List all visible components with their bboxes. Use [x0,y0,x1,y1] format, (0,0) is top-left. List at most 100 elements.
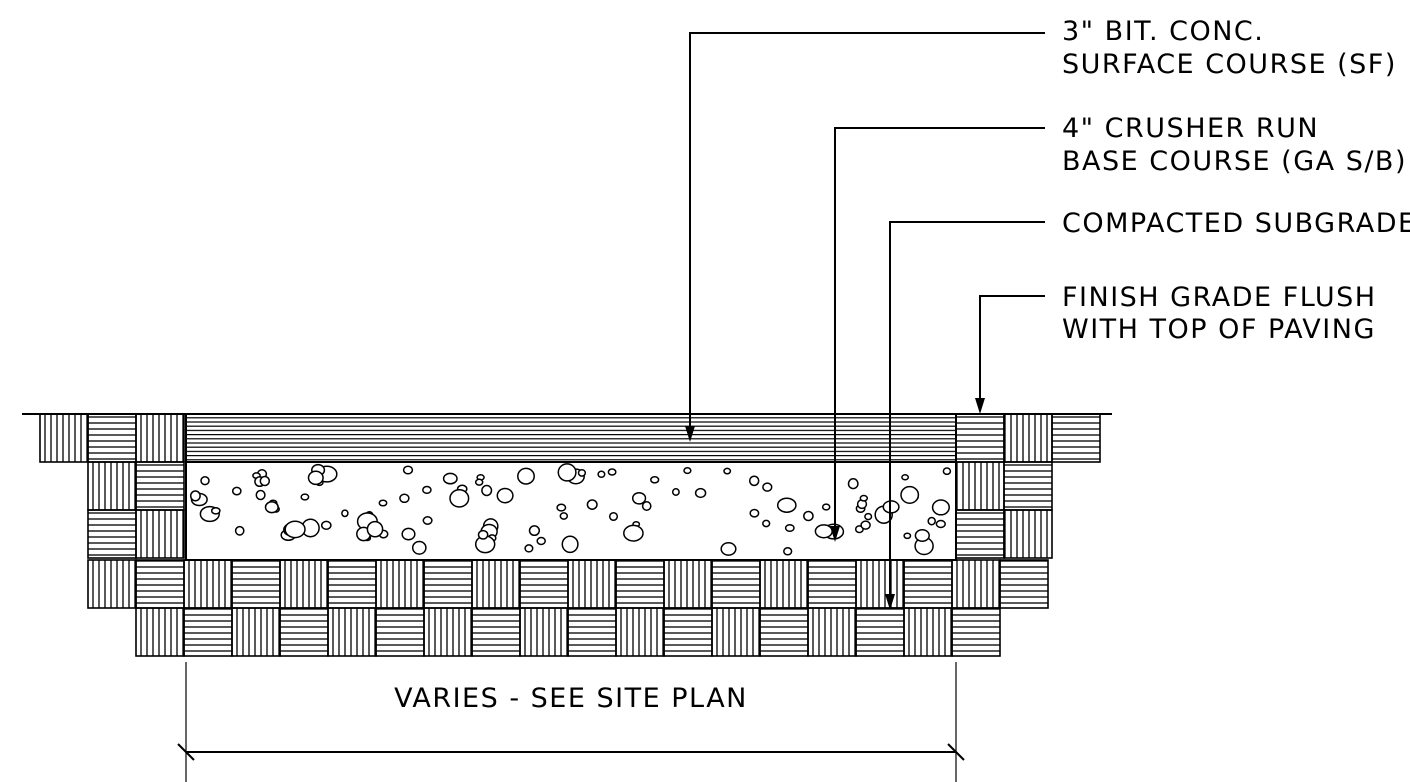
soil-block [567,559,617,609]
soil-block [711,559,761,609]
soil-block [183,607,233,657]
soil-block [615,607,665,657]
aggregate-stone [399,493,410,504]
soil-block [135,413,185,463]
soil-block [951,559,1001,609]
soil-block [471,559,521,609]
aggregate-stone [556,503,567,512]
aggregate-stone [422,485,432,495]
aggregate-stone [860,520,871,530]
soil-block [279,559,329,609]
aggregate-stone [366,520,384,538]
aggregate-stone [882,500,900,514]
soil-block [663,607,713,657]
aggregate-stone [900,485,920,504]
width-dimension [177,662,965,782]
aggregate-stone [762,519,771,528]
soil-block [279,607,329,657]
aggregate-stone [536,536,546,546]
aggregate-stone [442,472,458,485]
soil-block [519,559,569,609]
aggregate-stone [608,511,619,522]
soil-block [375,559,425,609]
aggregate-stone [803,510,814,522]
soil-block [135,509,185,559]
aggregate-stone [557,463,577,482]
subgrade-label: COMPACTED SUBGRADE [1062,208,1410,239]
finish-grade-leader [975,295,1045,414]
aggregate-stones [189,463,952,556]
aggregate-stone [200,476,210,486]
aggregate-stone [422,516,433,525]
subgrade-leader [885,221,1045,610]
soil-block [87,559,137,609]
soil-block [375,607,425,657]
soil-block [663,559,713,609]
aggregate-stone [307,470,324,486]
finish-grade-label-line1: FINISH GRADE FLUSH [1062,282,1377,313]
aggregate-stone [481,484,493,497]
aggregate-stone [517,467,535,485]
soil-block [951,607,1001,657]
aggregate-stone [749,508,760,518]
soil-block [759,559,809,609]
soil-block [135,461,185,511]
aggregate-stone [901,474,910,481]
soil-block [327,559,377,609]
aggregate-stone [189,490,201,502]
aggregate-stone [623,524,644,542]
aggregate-stone [597,470,606,479]
aggregate-stone [631,491,647,505]
aggregate-stone [914,528,930,543]
soil-block [519,607,569,657]
aggregate-stone [402,465,414,475]
soil-block [1003,461,1053,511]
surface-course-layer [185,413,957,463]
aggregate-stone [762,482,773,492]
aggregate-stone [814,524,833,539]
aggregate-stone [559,512,569,520]
aggregate-stone [671,488,680,496]
aggregate-stone [864,512,873,521]
soil-block [87,509,137,559]
soil-block [135,607,185,657]
soil-block [855,607,905,657]
aggregate-stone [931,499,950,516]
soil-block [1003,413,1053,463]
aggregate-stone [784,523,795,533]
aggregate-stone [935,519,946,529]
aggregate-stone [477,529,489,540]
aggregate-stone [783,547,793,556]
aggregate-stone [255,489,266,501]
soil-block [1051,413,1101,463]
soil-block [955,413,1005,463]
soil-block [471,607,521,657]
soil-block [39,413,89,463]
aggregate-stone [821,503,831,511]
aggregate-stone [694,487,707,499]
base-course-label-line1: 4" CRUSHER RUN [1062,113,1319,144]
compacted-subgrade-hatch [39,413,1101,657]
soil-block [231,559,281,609]
aggregate-stone [210,506,221,515]
aggregate-stone [650,475,660,484]
soil-block [955,461,1005,511]
aggregate-stone [641,501,652,511]
dimension-label: VARIES - SEE SITE PLAN [394,683,748,714]
aggregate-stone [474,478,484,486]
soil-block [327,607,377,657]
soil-block [759,607,809,657]
soil-block [135,559,185,609]
soil-block [615,559,665,609]
soil-block [711,607,761,657]
surface-course-leader [685,32,1045,442]
aggregate-stone [528,525,541,537]
aggregate-stone [401,527,416,541]
aggregate-stone [577,468,587,477]
soil-block [183,559,233,609]
soil-block [1003,509,1053,559]
soil-block [423,559,473,609]
aggregate-stone [720,541,737,556]
base-course-leader [830,127,1045,542]
